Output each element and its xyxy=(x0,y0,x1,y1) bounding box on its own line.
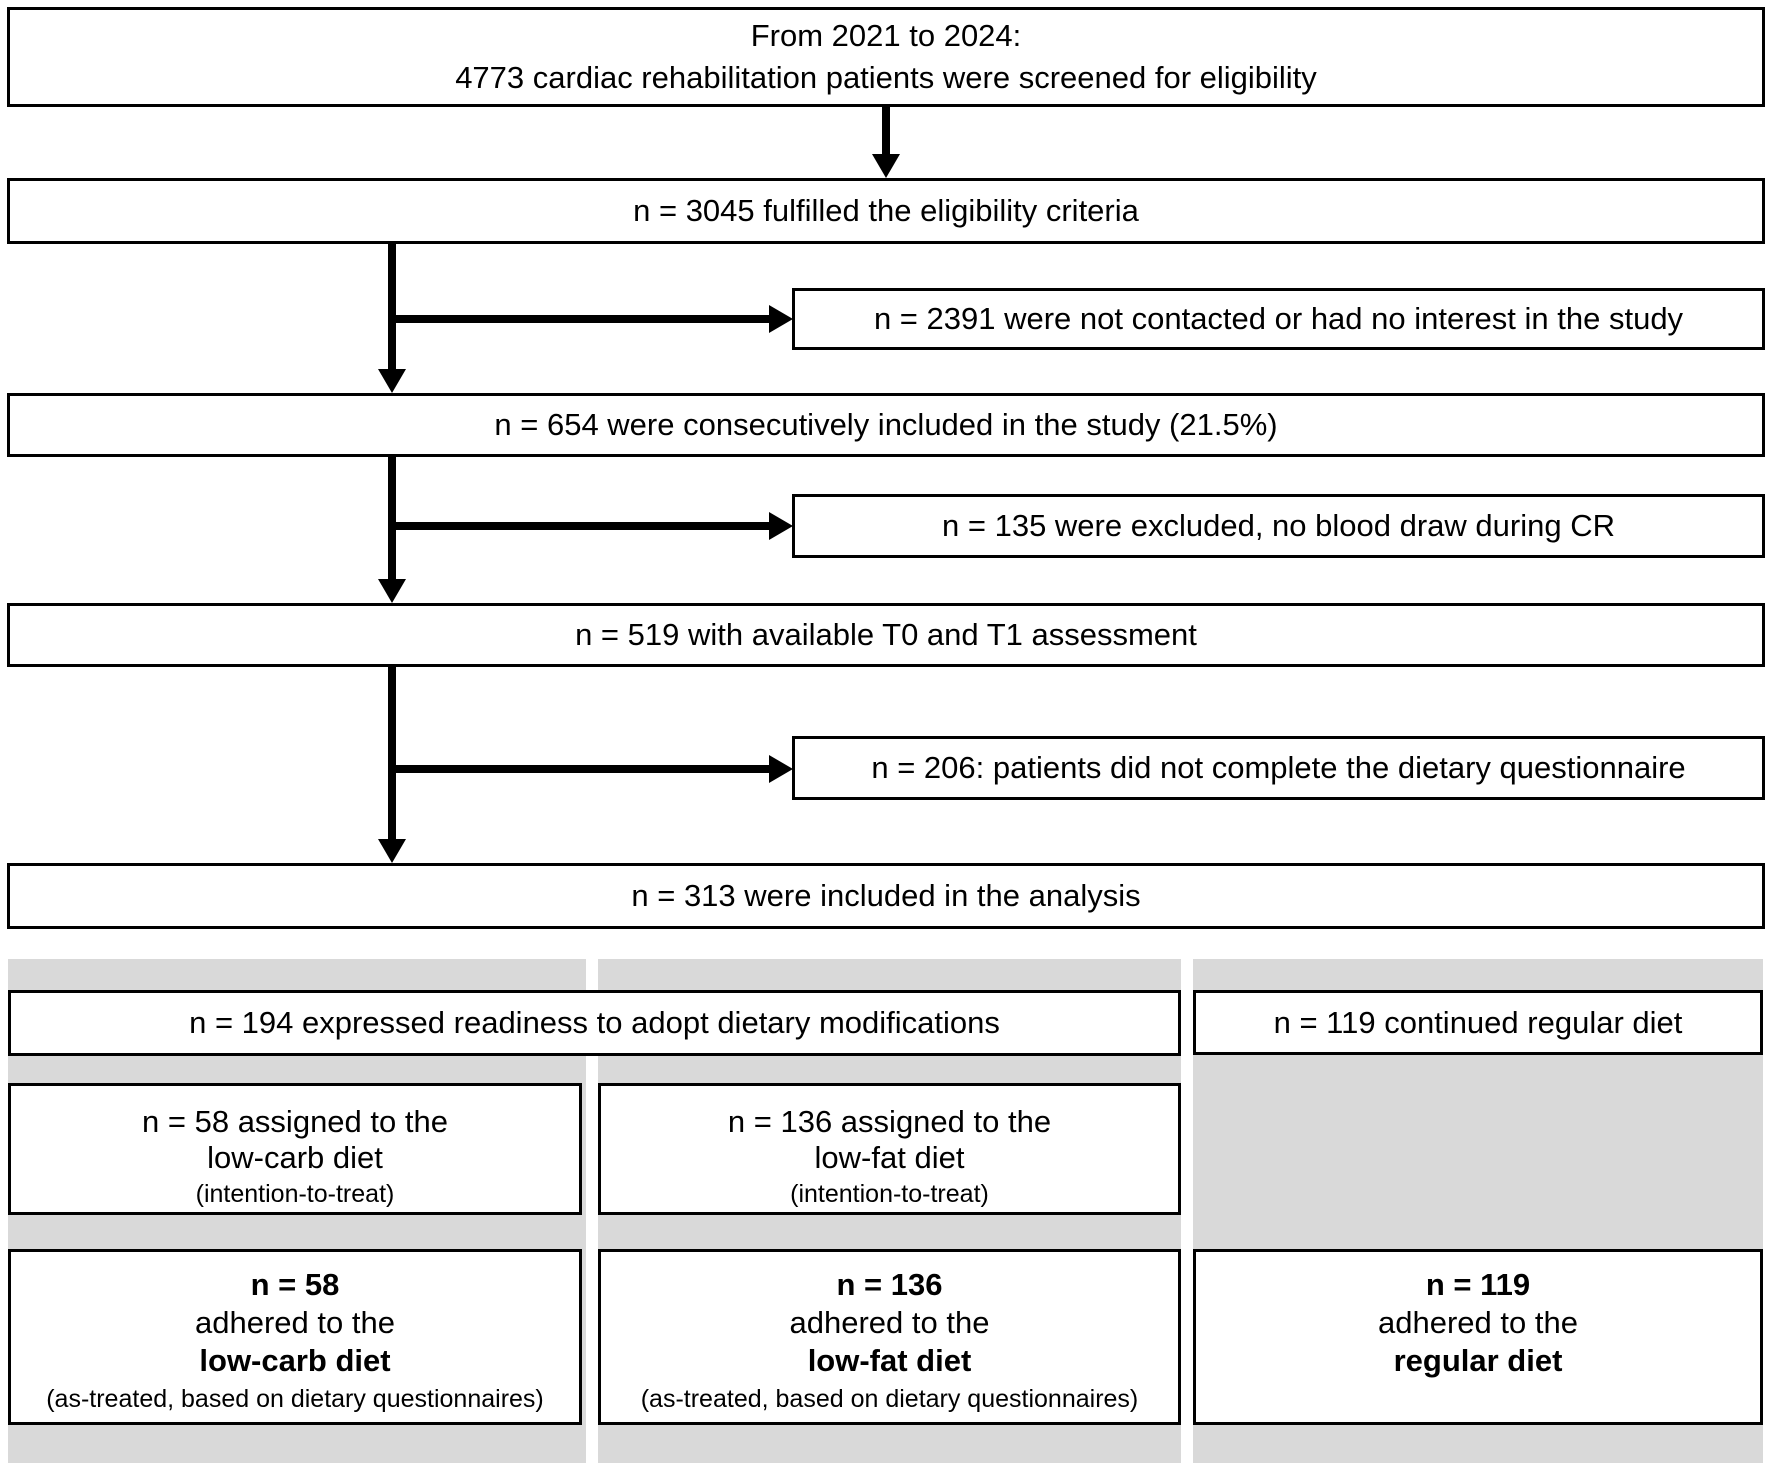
box-eligible: n = 3045 fulfilled the eligibility crite… xyxy=(7,178,1765,244)
box-screened-line1: From 2021 to 2024: xyxy=(750,18,1022,53)
box-low-carb-adhered-line4: (as-treated, based on dietary questionna… xyxy=(46,1385,544,1413)
box-not-contacted: n = 2391 were not contacted or had no in… xyxy=(792,288,1765,350)
box-low-fat-adhered: n = 136 adhered to the low-fat diet (as-… xyxy=(598,1249,1181,1425)
box-regular-adhered-n: n = 119 xyxy=(1425,1267,1531,1302)
arrow-assessment-to-analysis-line xyxy=(388,667,396,840)
box-low-carb-adhered-line2: adhered to the xyxy=(195,1305,395,1340)
box-low-fat-adhered-n: n = 136 xyxy=(836,1267,943,1302)
box-low-fat-assigned-line2: low-fat diet xyxy=(814,1140,965,1175)
box-regular-continued: n = 119 continued regular diet xyxy=(1193,990,1763,1055)
box-readiness: n = 194 expressed readiness to adopt die… xyxy=(8,990,1181,1056)
arrow-branch-not-contacted-head-icon xyxy=(769,305,793,333)
box-assessment-text: n = 519 with available T0 and T1 assessm… xyxy=(575,617,1197,652)
arrow-branch-excluded-head-icon xyxy=(769,512,793,540)
box-included-text: n = 654 were consecutively included in t… xyxy=(494,407,1278,442)
box-low-fat-assigned-line1: n = 136 assigned to the xyxy=(727,1104,1052,1139)
arrow-branch-excluded-line xyxy=(392,522,770,530)
box-low-carb-adhered-line3: low-carb diet xyxy=(199,1343,391,1378)
box-regular-adhered: n = 119 adhered to the regular diet xyxy=(1193,1249,1763,1425)
arrow-branch-no-questionnaire-head-icon xyxy=(769,755,793,783)
box-low-fat-adhered-line3: low-fat diet xyxy=(807,1343,972,1378)
box-low-carb-adhered: n = 58 adhered to the low-carb diet (as-… xyxy=(8,1249,582,1425)
box-low-carb-assigned-line2: low-carb diet xyxy=(207,1140,383,1175)
arrow-branch-not-contacted-line xyxy=(392,315,770,323)
box-low-fat-assigned-line3: (intention-to-treat) xyxy=(790,1180,989,1208)
arrow-screened-to-eligible-line xyxy=(882,107,890,155)
box-analysis: n = 313 were included in the analysis xyxy=(7,863,1765,929)
box-low-fat-adhered-line2: adhered to the xyxy=(789,1305,990,1340)
box-no-questionnaire: n = 206: patients did not complete the d… xyxy=(792,736,1765,800)
box-included: n = 654 were consecutively included in t… xyxy=(7,393,1765,457)
box-excluded: n = 135 were excluded, no blood draw dur… xyxy=(792,494,1765,558)
box-regular-adhered-line3: regular diet xyxy=(1393,1343,1563,1378)
box-readiness-text: n = 194 expressed readiness to adopt die… xyxy=(189,1005,1000,1040)
box-screened-line2: 4773 cardiac rehabilitation patients wer… xyxy=(455,60,1317,95)
box-low-carb-assigned-line1: n = 58 assigned to the xyxy=(142,1104,448,1139)
arrow-branch-no-questionnaire-line xyxy=(392,765,770,773)
box-low-fat-assigned: n = 136 assigned to the low-fat diet (in… xyxy=(598,1083,1181,1215)
box-no-questionnaire-text: n = 206: patients did not complete the d… xyxy=(871,750,1686,785)
box-analysis-text: n = 313 were included in the analysis xyxy=(631,878,1141,913)
arrow-assessment-to-analysis-head-icon xyxy=(378,839,406,863)
box-assessment: n = 519 with available T0 and T1 assessm… xyxy=(7,603,1765,667)
box-low-fat-adhered-line4: (as-treated, based on dietary questionna… xyxy=(640,1385,1139,1413)
arrow-eligible-to-included-head-icon xyxy=(378,369,406,393)
box-low-carb-adhered-n: n = 58 xyxy=(250,1267,340,1302)
box-eligible-text: n = 3045 fulfilled the eligibility crite… xyxy=(633,193,1139,228)
box-regular-adhered-line2: adhered to the xyxy=(1378,1305,1578,1340)
box-regular-continued-text: n = 119 continued regular diet xyxy=(1273,1004,1683,1040)
box-screened: From 2021 to 2024: 4773 cardiac rehabili… xyxy=(7,7,1765,107)
arrow-included-to-assessment-head-icon xyxy=(378,579,406,603)
arrow-eligible-to-included-line xyxy=(388,244,396,370)
arrow-included-to-assessment-line xyxy=(388,457,396,580)
box-low-carb-assigned: n = 58 assigned to the low-carb diet (in… xyxy=(8,1083,582,1215)
box-not-contacted-text: n = 2391 were not contacted or had no in… xyxy=(873,301,1684,336)
box-excluded-text: n = 135 were excluded, no blood draw dur… xyxy=(942,508,1615,543)
arrow-screened-to-eligible-head-icon xyxy=(872,154,900,178)
box-low-carb-assigned-line3: (intention-to-treat) xyxy=(195,1180,395,1208)
